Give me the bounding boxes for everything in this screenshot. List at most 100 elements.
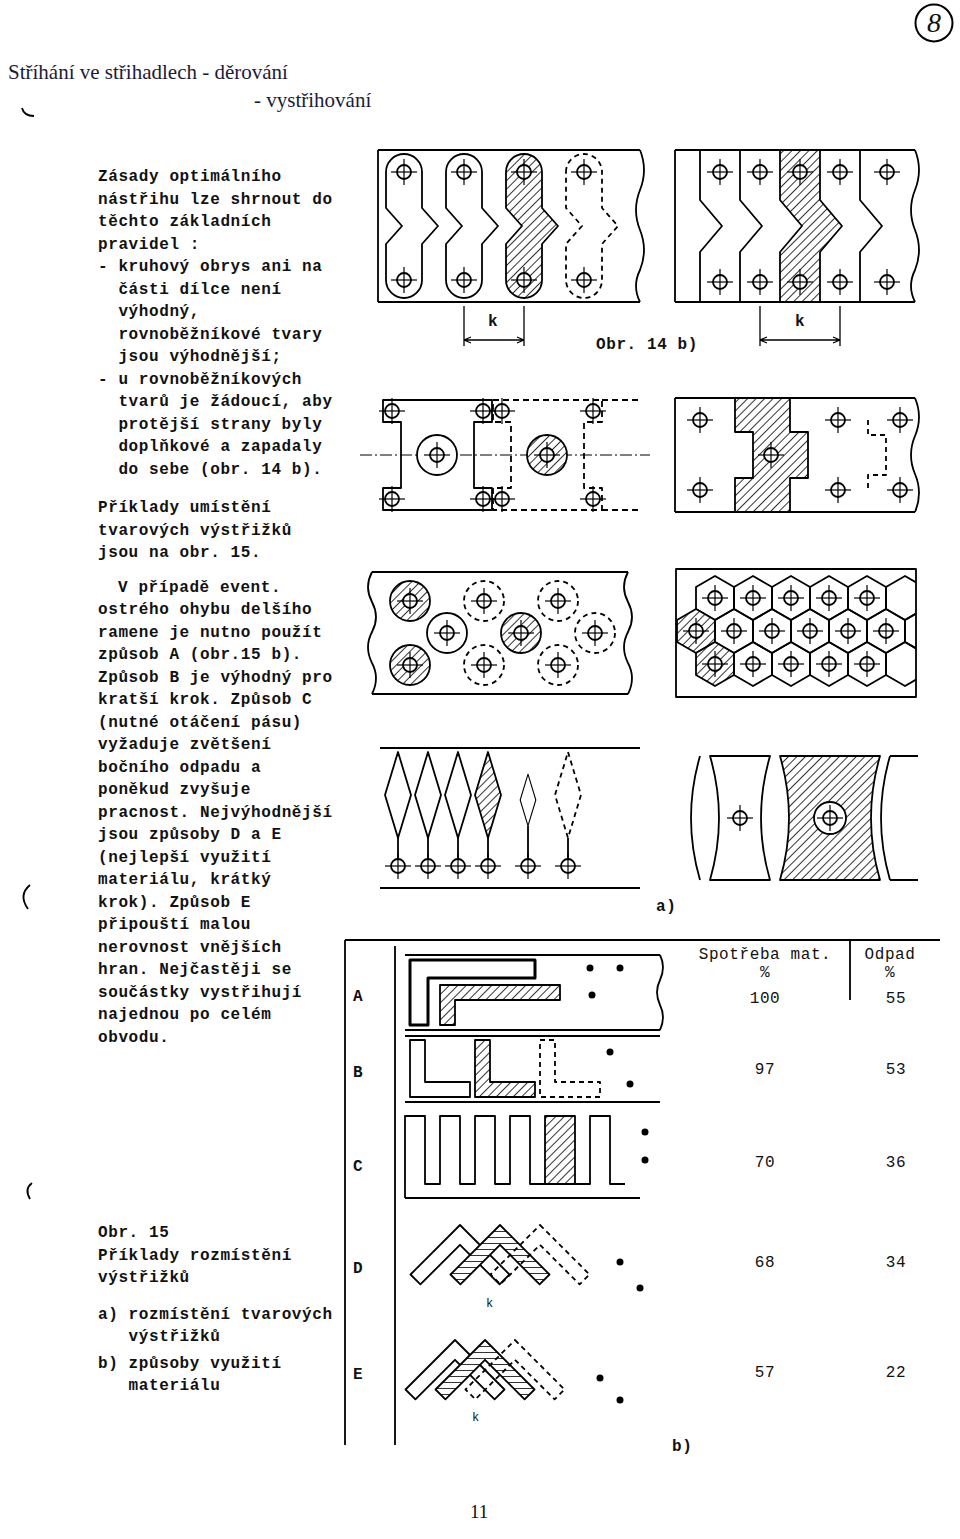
body-paragraph: - kruhový obrys ani na části dílce není … [98, 256, 336, 369]
nesting-drawing [642, 1157, 649, 1164]
strip-drawing [566, 154, 618, 298]
table-value: 100 [700, 988, 830, 1011]
page-number: 11 [470, 1500, 488, 1524]
strip-drawing [636, 150, 644, 302]
strip-drawing [675, 150, 919, 346]
row-letter: E [353, 1364, 363, 1387]
nesting-drawing [587, 965, 594, 972]
strip-drawing [881, 756, 918, 880]
strip-drawing [874, 269, 900, 295]
page-title: Stříhání ve střihadlech - děrování - vys… [8, 58, 371, 114]
blank-drawing [379, 398, 405, 424]
body-paragraph: - u rovnoběžníkových tvarů je žádoucí, a… [98, 369, 336, 482]
strip-drawing [835, 618, 861, 644]
table-value: 97 [700, 1059, 830, 1082]
strip-drawing [691, 756, 700, 880]
strip-drawing [702, 651, 728, 677]
strip-drawing [810, 642, 848, 686]
blank-drawing [372, 572, 628, 694]
nesting-drawing [587, 965, 624, 999]
strip-drawing [797, 618, 823, 644]
strip-drawing [747, 159, 773, 185]
strip-drawing [506, 154, 558, 298]
strip-drawing [386, 154, 438, 298]
blank-drawing [475, 853, 501, 879]
strip-drawing [816, 651, 842, 677]
blank-drawing [489, 398, 515, 424]
strip-drawing [683, 618, 709, 644]
nesting-drawing [597, 1375, 624, 1404]
nesting-drawing [491, 1225, 590, 1324]
strip-drawing [734, 642, 772, 686]
strip-drawing [740, 585, 766, 611]
blank-drawing [527, 435, 567, 475]
blank-drawing [360, 455, 650, 456]
caption-column: Obr. 15Příklady rozmístění výstřižkůa) r… [98, 1222, 334, 1398]
strip-drawing [778, 585, 804, 611]
table-value: 55 [856, 988, 936, 1011]
nesting-drawing [627, 1081, 634, 1088]
strip-drawing [854, 651, 880, 677]
strip-drawing [778, 651, 804, 677]
table-value: 34 [856, 1252, 936, 1275]
blank-drawing [515, 853, 541, 879]
strip-drawing [451, 267, 477, 293]
nesting-drawing [405, 1036, 660, 1102]
blank-drawing [575, 613, 615, 653]
nesting-drawing [575, 1116, 625, 1184]
strip-drawing [677, 576, 916, 686]
strip-drawing [825, 477, 851, 503]
strip-drawing [753, 609, 791, 653]
strip-drawing [740, 651, 766, 677]
blank-drawing [397, 652, 423, 678]
strip-drawing [911, 150, 919, 302]
strip-drawing [772, 642, 810, 686]
table-value: 70 [700, 1152, 830, 1175]
figure-label: b) [672, 1436, 692, 1459]
blank-drawing [390, 581, 430, 621]
strip-drawing [451, 159, 477, 185]
nesting-drawing [607, 1049, 614, 1056]
blank-drawing [471, 652, 497, 678]
strip-drawing [787, 269, 813, 295]
blank-drawing [385, 752, 411, 838]
strip-drawing [874, 159, 900, 185]
nesting-drawing [545, 1116, 575, 1184]
strip-drawing [511, 159, 537, 185]
blank-drawing [501, 613, 541, 653]
blank-drawing [545, 588, 571, 614]
nesting-drawing [475, 1040, 535, 1097]
blank-drawing [602, 400, 640, 510]
blank-drawing [417, 435, 457, 475]
blank-drawing [580, 398, 606, 424]
blank-drawing [493, 400, 602, 510]
blank-drawing [508, 620, 534, 646]
body-paragraph: V případě event. ostrého ohybu delšího r… [98, 577, 336, 1050]
blank-drawing [379, 486, 405, 512]
text-column: Zásady optimálního nástřihu lze shrnout … [98, 166, 336, 1049]
strip-drawing [676, 569, 943, 697]
strip-drawing [727, 805, 753, 831]
blank-drawing [445, 752, 471, 838]
strip-drawing [687, 407, 713, 433]
nesting-drawing [440, 985, 560, 1025]
strip-drawing [854, 585, 880, 611]
strip-drawing [676, 569, 916, 697]
blank-drawing [475, 752, 501, 838]
blank-drawing [555, 752, 581, 838]
figure-label: Obr. 14 b) [596, 334, 698, 357]
strip-drawing [886, 642, 916, 686]
table-header: Odpad % [860, 946, 920, 982]
title-line: Stříhání ve střihadlech - děrování [8, 60, 288, 84]
nesting-drawing [617, 965, 624, 972]
strip-drawing [848, 642, 886, 686]
blank-drawing [390, 645, 430, 685]
strip-drawing [391, 267, 417, 293]
blank-drawing [471, 588, 497, 614]
margin-mark [27, 1183, 32, 1199]
row-letter: B [353, 1062, 363, 1085]
nesting-drawing [411, 1225, 644, 1324]
caption-text: a) rozmístění tvarových výstřižků [98, 1304, 334, 1349]
blank-drawing [424, 442, 450, 468]
